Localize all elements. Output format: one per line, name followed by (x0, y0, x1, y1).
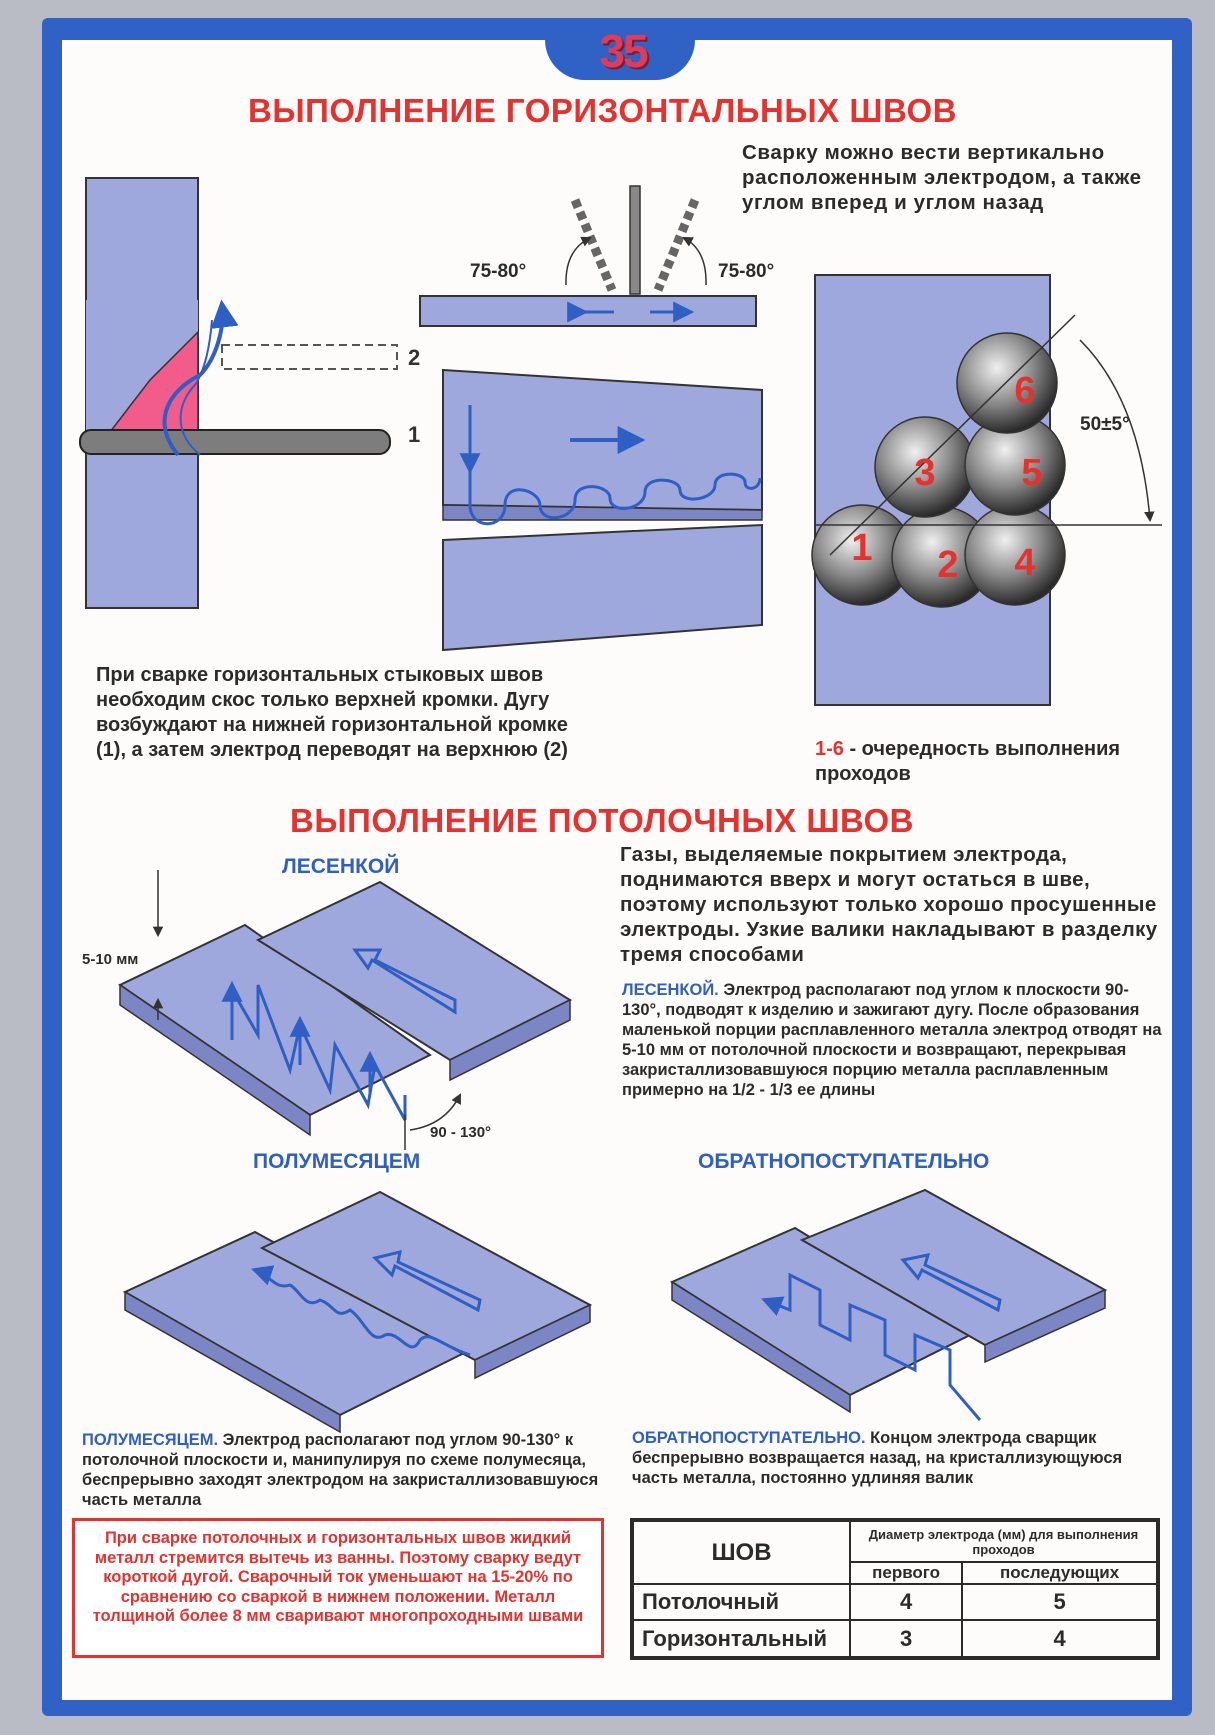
crescent-method-diagram (122, 1190, 593, 1434)
table-header-next: последующих (961, 1561, 1159, 1585)
dimension-angle-label: 90 - 130° (430, 1124, 492, 1141)
pass-order-note: 1-6 - очередность выполнения проходов (815, 737, 1145, 787)
electrode-position-1 (79, 429, 391, 455)
pass-number: 1 (851, 527, 872, 569)
table-cell-next: 4 (961, 1619, 1159, 1659)
table-header-seam: ШОВ (631, 1519, 851, 1585)
table-cell-first: 3 (848, 1619, 964, 1659)
electrode-position-2 (221, 344, 398, 370)
angle-left-label: 75-80° (470, 261, 527, 282)
pass-order-key: 1-6 (815, 738, 844, 760)
method-ladder-lead: ЛЕСЕНКОЙ. (622, 981, 719, 999)
pass-number: 5 (1021, 452, 1042, 494)
electrode-label-2: 2 (408, 345, 420, 370)
method-crescent-lead: ПОЛУМЕСЯЦЕМ. (82, 1431, 219, 1449)
angle-right-label: 75-80° (718, 261, 775, 282)
table-row: Горизонтальный 3 4 (631, 1619, 1159, 1659)
table-cell-seam: Горизонтальный (631, 1619, 851, 1659)
section-title-horizontal: ВЫПОЛНЕНИЕ ГОРИЗОНТАЛЬНЫХ ШВОВ (248, 92, 958, 129)
pass-order-text: - очередность выполнения проходов (815, 738, 1121, 785)
method-heading-backstep: ОБРАТНОПОСТУПАТЕЛЬНО (698, 1150, 990, 1173)
overhead-intro: Газы, выделяемые покрытием электрода, по… (620, 843, 1158, 966)
method-backstep-text: Концом электрода сварщик беспрерывно воз… (632, 1429, 1123, 1487)
pass-number: 6 (1014, 370, 1035, 412)
method-crescent-description: ПОЛУМЕСЯЦЕМ. Электрод располагают под уг… (82, 1430, 614, 1510)
electrode-position-note: Сварку можно вести вертикально расположе… (742, 141, 1142, 214)
horizontal-weld-side-view (79, 177, 398, 609)
pass-number: 2 (937, 544, 958, 586)
pass-number: 3 (914, 452, 935, 494)
electrode-angle-diagram (419, 185, 757, 327)
method-heading-ladder: ЛЕСЕНКОЙ (282, 855, 400, 878)
method-crescent-text: Электрод располагают под углом 90-130° к… (82, 1431, 599, 1509)
table-header-diameter: Диаметр электрода (мм) для выполнения пр… (849, 1519, 1159, 1563)
method-heading-crescent: ПОЛУМЕСЯЦЕМ (253, 1150, 421, 1173)
method-backstep-lead: ОБРАТНОПОСТУПАТЕЛЬНО. (632, 1429, 866, 1447)
back-step-method-diagram (669, 1188, 1108, 1421)
bevel-note: При сварке горизонтальных стыковых швов … (96, 664, 568, 761)
multipass-cross-section (811, 274, 1162, 706)
page-number: 35 (599, 25, 648, 77)
method-ladder-description: ЛЕСЕНКОЙ. Электрод располагают под углом… (622, 980, 1162, 1100)
table-cell-next: 5 (961, 1582, 1159, 1622)
electrode-label-1: 1 (408, 422, 420, 447)
table-header-first: первого (848, 1561, 964, 1585)
ladder-method-diagram (118, 870, 573, 1150)
dimension-gap-label: 5-10 мм (82, 951, 139, 968)
warning-box: При сварке потолочных и горизонтальных ш… (72, 1518, 604, 1658)
electrode-diameter-table: ШОВ Диаметр электрода (мм) для выполнени… (630, 1518, 1160, 1660)
table-cell-seam: Потолочный (631, 1582, 851, 1622)
page-number-tab (545, 18, 695, 80)
table-row: Потолочный 4 5 (631, 1582, 1159, 1622)
bevel-angle-label: 50±5° (1080, 414, 1130, 435)
method-ladder-text: Электрод располагают под углом к плоскос… (622, 981, 1162, 1099)
method-backstep-description: ОБРАТНОПОСТУПАТЕЛЬНО. Концом электрода с… (632, 1428, 1162, 1488)
butt-joint-weave-diagram (442, 368, 763, 652)
pass-number: 4 (1014, 542, 1035, 584)
table-cell-first: 4 (848, 1582, 964, 1622)
section-title-overhead: ВЫПОЛНЕНИЕ ПОТОЛОЧНЫХ ШВОВ (290, 802, 914, 839)
